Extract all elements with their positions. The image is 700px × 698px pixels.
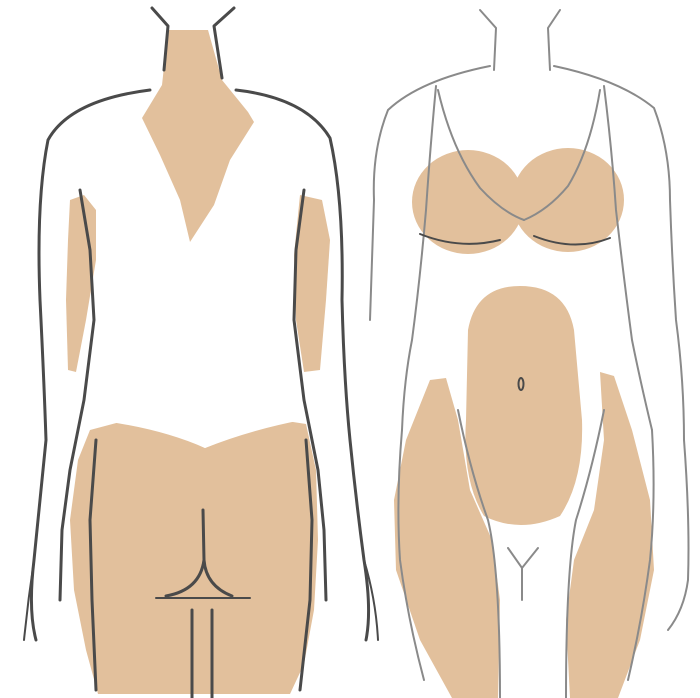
front-view-figure	[370, 10, 689, 698]
front-neck-left-line	[480, 10, 496, 70]
back-neck-left-line	[152, 8, 168, 70]
front-neck-right-line	[548, 10, 560, 70]
buttocks-thighs-zone	[70, 420, 318, 694]
right-breast-zone	[512, 148, 624, 252]
front-crotch-v	[508, 548, 538, 600]
front-left-torso-side	[402, 86, 436, 430]
upper-back-zone	[142, 30, 254, 242]
abdomen-zone	[465, 286, 582, 525]
back-view-figure	[24, 8, 378, 698]
front-right-forearm	[668, 440, 689, 630]
